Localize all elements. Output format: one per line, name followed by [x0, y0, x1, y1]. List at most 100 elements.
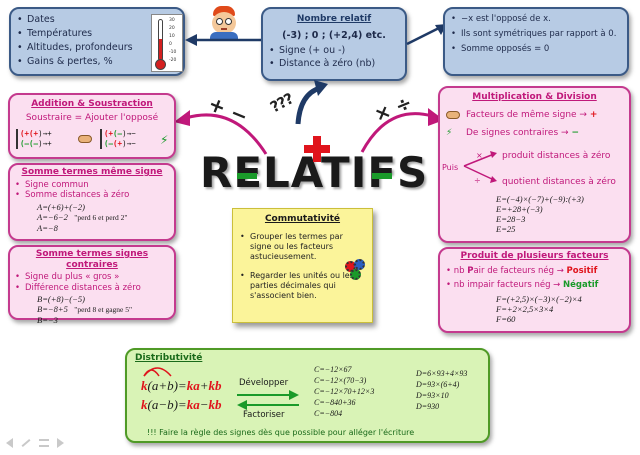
- contraires-title: Somme termes signes contraires: [35, 249, 149, 270]
- list-item: Grouper les termes par signe ou les fact…: [240, 232, 365, 262]
- commutativite-title: Commutativité: [264, 214, 341, 224]
- equation-row: A=−6−2 "perd 6 et perd 2": [37, 211, 128, 222]
- nombre-relatif-examples: (-3) ; 0 ; (+2,4) etc.: [282, 30, 386, 41]
- contraires-eqs: B=(+8)−(−5) B=−8+5 "perd 8 et gagne 5" B…: [37, 294, 169, 325]
- equation-note: "perd 8 et gagne 5": [74, 305, 133, 314]
- rule-row: (–(+)→−: [104, 139, 136, 148]
- list-item: Somme opposés = 0: [451, 44, 621, 55]
- addition-box: Addition & Soustraction Soustraire = Ajo…: [8, 93, 176, 159]
- fight-icon: ⚡: [160, 133, 169, 147]
- list-item: Signe du plus « gros »: [15, 272, 169, 283]
- equation: C=−12×67: [314, 365, 352, 374]
- list-item: Différence distances à zéro: [15, 283, 169, 294]
- developper-label: Développer: [239, 378, 289, 388]
- thermometer-icon: 30 20 10 0 -10 -20: [151, 14, 183, 72]
- distributivite-c-eqs: C=−12×67 C=−12×(70−3) C=−12×70+12×3 C=−8…: [314, 364, 374, 419]
- list-item: Gains & pertes, %: [17, 55, 177, 69]
- equation: A=(+6)+(−2): [37, 201, 85, 212]
- rule-row: (+(+)→+: [20, 129, 52, 138]
- nombre-relatif-list: Signe (+ ou -) Distance à zéro (nb): [269, 44, 399, 70]
- multiplication-line-2: ⚡De signes contraires → −: [446, 128, 579, 138]
- list-item: Températures: [17, 27, 177, 41]
- distributivite-footer: !!! Faire la règle des signes dès que po…: [147, 428, 415, 437]
- branch-produit: produit distances à zéro: [502, 151, 611, 161]
- svg-text:÷: ÷: [474, 176, 481, 184]
- thinking-person-icon: [206, 6, 242, 40]
- oppose-box: −x est l'opposé de x. Ils sont symétriqu…: [443, 7, 629, 76]
- commutativite-list: Grouper les termes par signe ou les fact…: [240, 232, 365, 301]
- list-item: Ils sont symétriques par rapport à 0.: [451, 29, 621, 40]
- addition-subtitle: Soustraire = Ajouter l'opposé: [25, 113, 159, 123]
- thermometer-tick: 20: [169, 26, 175, 31]
- arrow-to-examples: [185, 34, 263, 46]
- forward-icon[interactable]: [57, 438, 64, 448]
- sign-rule-left: (+(+)→+ (–(–)→+: [16, 129, 52, 149]
- svg-text:×: ×: [476, 151, 483, 160]
- pen-icon[interactable]: [21, 439, 31, 447]
- produit-line-2: • nb impair facteurs nég → Négatif: [446, 280, 599, 290]
- handshake-icon: [446, 110, 460, 119]
- list-item: Signe commun: [15, 180, 169, 191]
- minus-decoration-left-icon: [237, 173, 257, 179]
- equation: C=−12×(70−3): [314, 376, 367, 385]
- produit-title: Produit de plusieurs facteurs: [460, 251, 609, 261]
- plus-decoration-icon: [304, 136, 330, 162]
- equation: B=−3: [37, 315, 58, 325]
- center-title: RELATIFS: [200, 148, 436, 198]
- addition-title: Addition & Soustraction: [31, 99, 153, 109]
- equation: F=60: [496, 314, 516, 324]
- equation: B=(+8)−(−5): [37, 294, 85, 304]
- multiplication-title: Multiplication & Division: [472, 92, 597, 102]
- distribution-arcs: [143, 367, 172, 377]
- curved-up-arrow: [295, 80, 328, 125]
- multiplication-box: Multiplication & Division Facteurs de mê…: [438, 86, 631, 243]
- multiplication-line-1: Facteurs de même signe → +: [446, 109, 623, 121]
- puis-label: Puis: [442, 163, 459, 172]
- menu-icon[interactable]: [39, 439, 49, 447]
- equation: D=930: [416, 402, 440, 411]
- equation: C=−804: [314, 409, 343, 418]
- fight-icon: ⚡: [446, 128, 453, 138]
- thermometer-tick: 0: [169, 42, 172, 47]
- equation: A=−8: [37, 222, 58, 233]
- list-item: −x est l'opposé de x.: [451, 14, 621, 25]
- rule-row: (+(–)→−: [104, 129, 136, 138]
- meme-signe-box: Somme termes même signe Signe commun Som…: [8, 163, 176, 241]
- meme-signe-title: Somme termes même signe: [21, 167, 163, 177]
- list-item: Altitudes, profondeurs: [17, 41, 177, 55]
- equation: E=28−3: [496, 214, 526, 224]
- equation: D=93×10: [416, 391, 449, 400]
- back-icon[interactable]: [6, 438, 13, 448]
- equation-row: B=−8+5 "perd 8 et gagne 5": [37, 304, 133, 314]
- equation: F=(+2,5)×(−3)×(−2)×4: [496, 294, 582, 304]
- handshake-icon: [78, 135, 92, 143]
- equation: D=93×(6+4): [416, 380, 460, 389]
- factoriser-label: Factoriser: [243, 410, 285, 420]
- distributivite-title: Distributivité: [135, 353, 203, 363]
- gears-icon: [345, 259, 367, 281]
- viewer-toolbar: [6, 436, 64, 450]
- factoriser-arrow: [237, 400, 299, 410]
- distributivite-box: Distributivité k(a+b)=ka+kb k(a−b)=ka−kb…: [125, 348, 490, 443]
- thermometer-tick: 30: [169, 18, 175, 23]
- equation-note: "perd 6 et perd 2": [74, 212, 128, 222]
- equation: C=−840+36: [314, 398, 356, 407]
- list-item: Regarder les unités ou les parties décim…: [240, 271, 365, 301]
- contraires-box: Somme termes signes contraires Signe du …: [8, 245, 176, 325]
- equation: F=+2×2,5×3×4: [496, 304, 554, 314]
- produit-line-1: • nb Pair de facteurs nég → Positif: [446, 266, 598, 276]
- equation: E=(−4)×(−7)+(−9):(+3): [496, 194, 584, 204]
- list-item: Dates: [17, 13, 177, 27]
- distributivite-d-eqs: D=6×93+4×93 D=93×(6+4) D=93×10 D=930: [416, 368, 467, 412]
- thermometer-tick: 10: [169, 34, 175, 39]
- examples-box: Dates Températures Altitudes, profondeur…: [9, 7, 185, 76]
- produit-eqs: F=(+2,5)×(−3)×(−2)×4 F=+2×2,5×3×4 F=60: [496, 294, 623, 324]
- list-item: Signe (+ ou -): [269, 44, 399, 57]
- formula-1: k(a+b)=ka+kb: [141, 378, 222, 393]
- rule-row: (–(–)→+: [20, 139, 52, 148]
- list-item: Distance à zéro (nb): [269, 57, 399, 70]
- examples-list: Dates Températures Altitudes, profondeur…: [17, 13, 177, 69]
- multiplication-eqs: E=(−4)×(−7)+(−9):(+3) E=+28+(−3) E=28−3 …: [496, 194, 584, 234]
- branch-quotient: quotient distances à zéro: [502, 177, 616, 187]
- contraires-list: Signe du plus « gros » Différence distan…: [15, 272, 169, 293]
